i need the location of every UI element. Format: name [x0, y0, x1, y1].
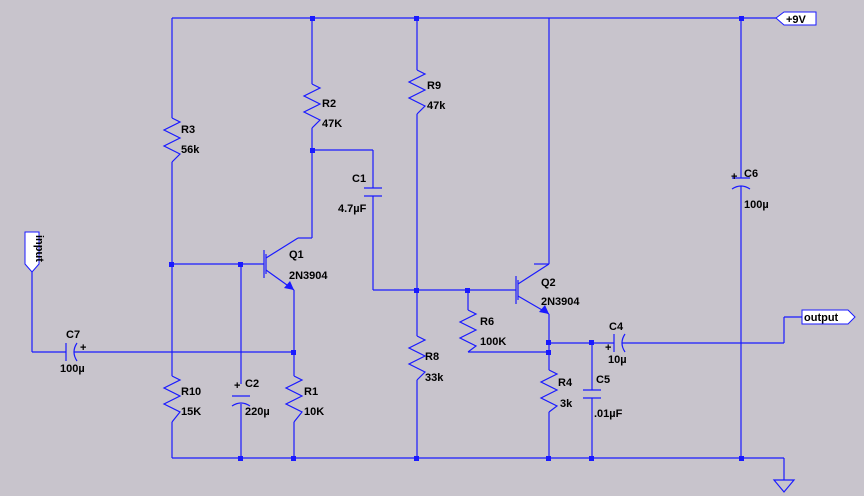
capacitor-C1: C1 4.7µF — [338, 173, 382, 215]
R4-value: 3k — [560, 398, 573, 410]
C2-name: C2 — [245, 378, 259, 390]
C6-value: 100µ — [744, 199, 769, 211]
resistor-R8: R8 33k — [407, 335, 444, 384]
resistor-R6: R6 100K — [458, 309, 506, 353]
npn-transistor-icon — [263, 237, 299, 291]
resistor-R4: R4 3k — [539, 369, 573, 413]
R9-value: 47k — [427, 100, 446, 112]
C7-polarity: + — [80, 342, 86, 354]
C7-name: C7 — [66, 329, 80, 341]
wires — [31, 17, 802, 480]
ground-icon — [772, 479, 796, 493]
transistor-Q2: Q2 2N3904 — [515, 263, 580, 315]
capacitor-C2: + C2 220µ — [231, 378, 270, 418]
R3-name: R3 — [181, 124, 195, 136]
R10-value: 15K — [181, 406, 201, 418]
resistor-R10: R10 15K — [162, 375, 201, 423]
R4-name: R4 — [558, 377, 573, 389]
input-label: input — [33, 235, 45, 262]
capacitor-C4: + C4 10µ — [605, 321, 627, 366]
C2-polarity: + — [234, 380, 240, 392]
port-output: output — [801, 309, 856, 325]
output-label: output — [804, 312, 839, 324]
C1-value: 4.7µF — [338, 203, 367, 215]
C4-value: 10µ — [608, 354, 627, 366]
R1-name: R1 — [304, 386, 318, 398]
Q2-name: Q2 — [541, 277, 556, 289]
R1-value: 10K — [304, 406, 324, 418]
junctions — [169, 16, 744, 461]
R3-value: 56k — [181, 144, 200, 156]
C4-name: C4 — [609, 321, 624, 333]
C2-value: 220µ — [245, 406, 270, 418]
R2-name: R2 — [322, 98, 336, 110]
Q1-value: 2N3904 — [289, 270, 328, 282]
C6-name: C6 — [744, 168, 758, 180]
capacitor-C6: + C6 100µ — [731, 168, 769, 211]
R9-name: R9 — [427, 80, 441, 92]
R8-value: 33k — [425, 372, 444, 384]
C5-name: C5 — [596, 374, 610, 386]
C1-name: C1 — [352, 173, 366, 185]
port-vcc: +9V — [775, 11, 817, 26]
vcc-label: +9V — [786, 14, 807, 26]
R6-value: 100K — [480, 336, 506, 348]
Q1-name: Q1 — [289, 249, 304, 261]
capacitor-C7: + C7 100µ — [60, 329, 86, 375]
C6-polarity: + — [731, 171, 737, 183]
R8-name: R8 — [425, 351, 439, 363]
Q2-value: 2N3904 — [541, 296, 580, 308]
port-input: input — [24, 231, 45, 273]
C7-value: 100µ — [60, 363, 85, 375]
resistor-R3: R3 56k — [162, 117, 200, 163]
C4-polarity: + — [605, 342, 611, 354]
C5-value: .01µF — [594, 408, 623, 420]
resistor-R1: R1 10K — [284, 375, 324, 423]
R2-value: 47K — [322, 118, 342, 130]
R10-name: R10 — [181, 386, 201, 398]
R6-name: R6 — [480, 316, 494, 328]
transistor-Q1: Q1 2N3904 — [263, 237, 328, 291]
resistor-R9: R9 47k — [407, 69, 446, 115]
capacitor-C5: C5 .01µF — [583, 374, 623, 420]
resistor-R2: R2 47K — [302, 83, 342, 130]
npn-transistor-icon — [515, 263, 550, 315]
